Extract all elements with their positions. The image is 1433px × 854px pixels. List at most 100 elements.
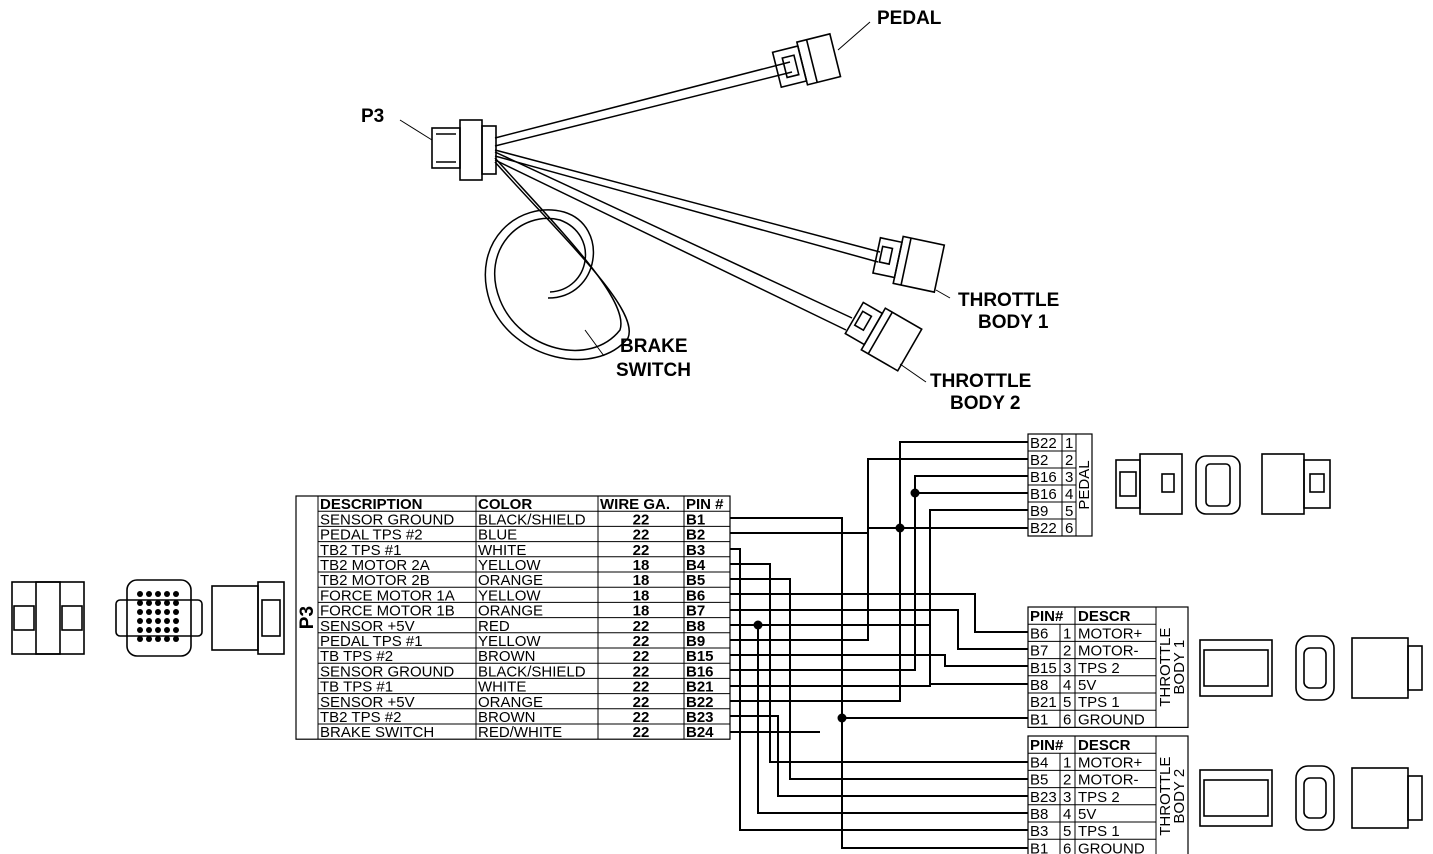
tb1_table-row-descr: TPS 2 <box>1078 660 1120 677</box>
p3-row-pin: B1 <box>686 511 705 528</box>
p3-row-description: FORCE MOTOR 1B <box>320 603 455 620</box>
tb2_table-row-number: 3 <box>1063 789 1071 806</box>
p3-row-color: WHITE <box>478 542 526 559</box>
p3-row-pin: B8 <box>686 618 705 635</box>
tb1_table-header-descr: DESCR <box>1078 608 1131 625</box>
p3-row-gauge: 22 <box>633 679 650 696</box>
p3-row-color: RED <box>478 618 510 635</box>
tb1_table-row-pin: B21 <box>1030 694 1057 711</box>
p3-table-side-label: P3 <box>297 606 318 629</box>
p3-row-color: WHITE <box>478 679 526 696</box>
p3-row-gauge: 22 <box>633 542 650 559</box>
p3-row-gauge: 22 <box>633 511 650 528</box>
p3-row-pin: B7 <box>686 603 705 620</box>
tb2_table-row-descr: TPS 1 <box>1078 823 1120 840</box>
p3-row-gauge: 22 <box>633 648 650 665</box>
p3-row-pin: B6 <box>686 587 705 604</box>
p3-row-color: ORANGE <box>478 694 543 711</box>
tb1_table-row-number: 1 <box>1063 625 1071 642</box>
p3-row-gauge: 18 <box>633 572 650 589</box>
tb2_table-row-descr: 5V <box>1078 806 1096 823</box>
tb2_table-side-label-1: THROTTLE <box>1157 757 1174 836</box>
pedal-label: PEDAL <box>877 8 942 29</box>
tb2_table-row-descr: MOTOR+ <box>1078 754 1143 771</box>
wiring-routes <box>730 441 1028 849</box>
p3-row-gauge: 22 <box>633 633 650 650</box>
throttle-body-2-label-line2: BODY 2 <box>950 393 1020 414</box>
tb2_table-row-pin: B1 <box>1030 840 1048 854</box>
p3-row-description: SENSOR GROUND <box>320 663 454 680</box>
p3-row-gauge: 22 <box>633 709 650 726</box>
p3-connector-views <box>11 579 285 657</box>
tb1_table-row-descr: TPS 1 <box>1078 694 1120 711</box>
tb2_table-header-pin: PIN# <box>1030 737 1064 754</box>
tb2_table-side-label-2: BODY 2 <box>1171 769 1188 824</box>
pedal-table-side-label: PEDAL <box>1076 460 1093 509</box>
tb1_table-row-number: 5 <box>1063 694 1071 711</box>
tb2_table-row-number: 1 <box>1063 754 1071 771</box>
p3-row-description: TB TPS #1 <box>320 679 393 696</box>
wire-junctions <box>753 488 920 723</box>
p3-row-pin: B15 <box>686 648 714 665</box>
throttle-body-1-label-line2: BODY 1 <box>978 312 1049 333</box>
p3-row-description: TB2 MOTOR 2B <box>320 572 430 589</box>
tb1-connector-drawing <box>872 235 946 294</box>
p3-row-description: SENSOR +5V <box>320 618 415 635</box>
p3-row-color: YELLOW <box>478 587 541 604</box>
p3-row-gauge: 22 <box>633 694 650 711</box>
tb2_table-row-descr: GROUND <box>1078 840 1145 854</box>
p3-row-description: TB2 TPS #1 <box>320 542 401 559</box>
tb2_table-row-number: 2 <box>1063 772 1071 789</box>
pedal-row-number: 4 <box>1065 486 1073 503</box>
tb2_table-row-descr: MOTOR- <box>1078 772 1139 789</box>
pedal-connector-drawing <box>771 32 842 89</box>
p3-row-pin: B21 <box>686 679 714 696</box>
p3-row-pin: B24 <box>686 724 714 741</box>
brake-switch-label-line1: BRAKE <box>620 336 688 357</box>
p3-row-gauge: 22 <box>633 663 650 680</box>
pedal-row-pin: B16 <box>1030 469 1057 486</box>
pedal-row-pin: B22 <box>1030 435 1057 452</box>
p3-row-description: FORCE MOTOR 1A <box>320 587 455 604</box>
tb1_table-row-descr: MOTOR- <box>1078 643 1139 660</box>
p3-row-color: BROWN <box>478 709 536 726</box>
pedal-row-number: 5 <box>1065 503 1073 520</box>
harness-illustration: PEDAL P3 BRAKE SWITCH THROTTLE BODY 1 TH… <box>361 8 1059 414</box>
tb2-connector-drawing <box>844 301 923 372</box>
tb2_table-row-pin: B3 <box>1030 823 1048 840</box>
pedal-row-pin: B2 <box>1030 452 1048 469</box>
p3-row-pin: B9 <box>686 633 705 650</box>
tb1_table-row-descr: MOTOR+ <box>1078 625 1143 642</box>
p3-row-pin: B22 <box>686 694 714 711</box>
pedal-row-number: 6 <box>1065 520 1073 537</box>
tb2_table-row-pin: B8 <box>1030 806 1048 823</box>
pedal-row-number: 1 <box>1065 435 1073 452</box>
tb1_table-row-pin: B6 <box>1030 625 1048 642</box>
pedal-row-pin: B22 <box>1030 520 1057 537</box>
throttle-body-1-connector-views <box>1199 635 1423 701</box>
tb1_table-row-pin: B1 <box>1030 711 1048 728</box>
p3-row-gauge: 18 <box>633 603 650 620</box>
tb1_table-row-number: 2 <box>1063 643 1071 660</box>
tb2_table-row-pin: B23 <box>1030 789 1057 806</box>
tb2_table-row-number: 5 <box>1063 823 1071 840</box>
tb1_table-side-label-2: BODY 1 <box>1171 640 1188 695</box>
p3-row-pin: B23 <box>686 709 714 726</box>
p3-row-description: PEDAL TPS #1 <box>320 633 423 650</box>
tb2_table-header-descr: DESCR <box>1078 737 1131 754</box>
throttle-body-2-label-line1: THROTTLE <box>930 371 1031 392</box>
p3-row-color: YELLOW <box>478 633 541 650</box>
tb1_table-row-number: 4 <box>1063 677 1071 694</box>
p3-row-description: SENSOR +5V <box>320 694 415 711</box>
p3-table-header: WIRE GA. <box>600 496 670 513</box>
p3-row-color: BLUE <box>478 527 517 544</box>
throttle-body-1-label-line1: THROTTLE <box>958 290 1059 311</box>
tb2_table-row-pin: B5 <box>1030 772 1048 789</box>
p3-row-gauge: 18 <box>633 557 650 574</box>
p3-row-pin: B5 <box>686 572 705 589</box>
p3-row-color: ORANGE <box>478 572 543 589</box>
p3-row-gauge: 22 <box>633 527 650 544</box>
p3-row-pin: B4 <box>686 557 706 574</box>
